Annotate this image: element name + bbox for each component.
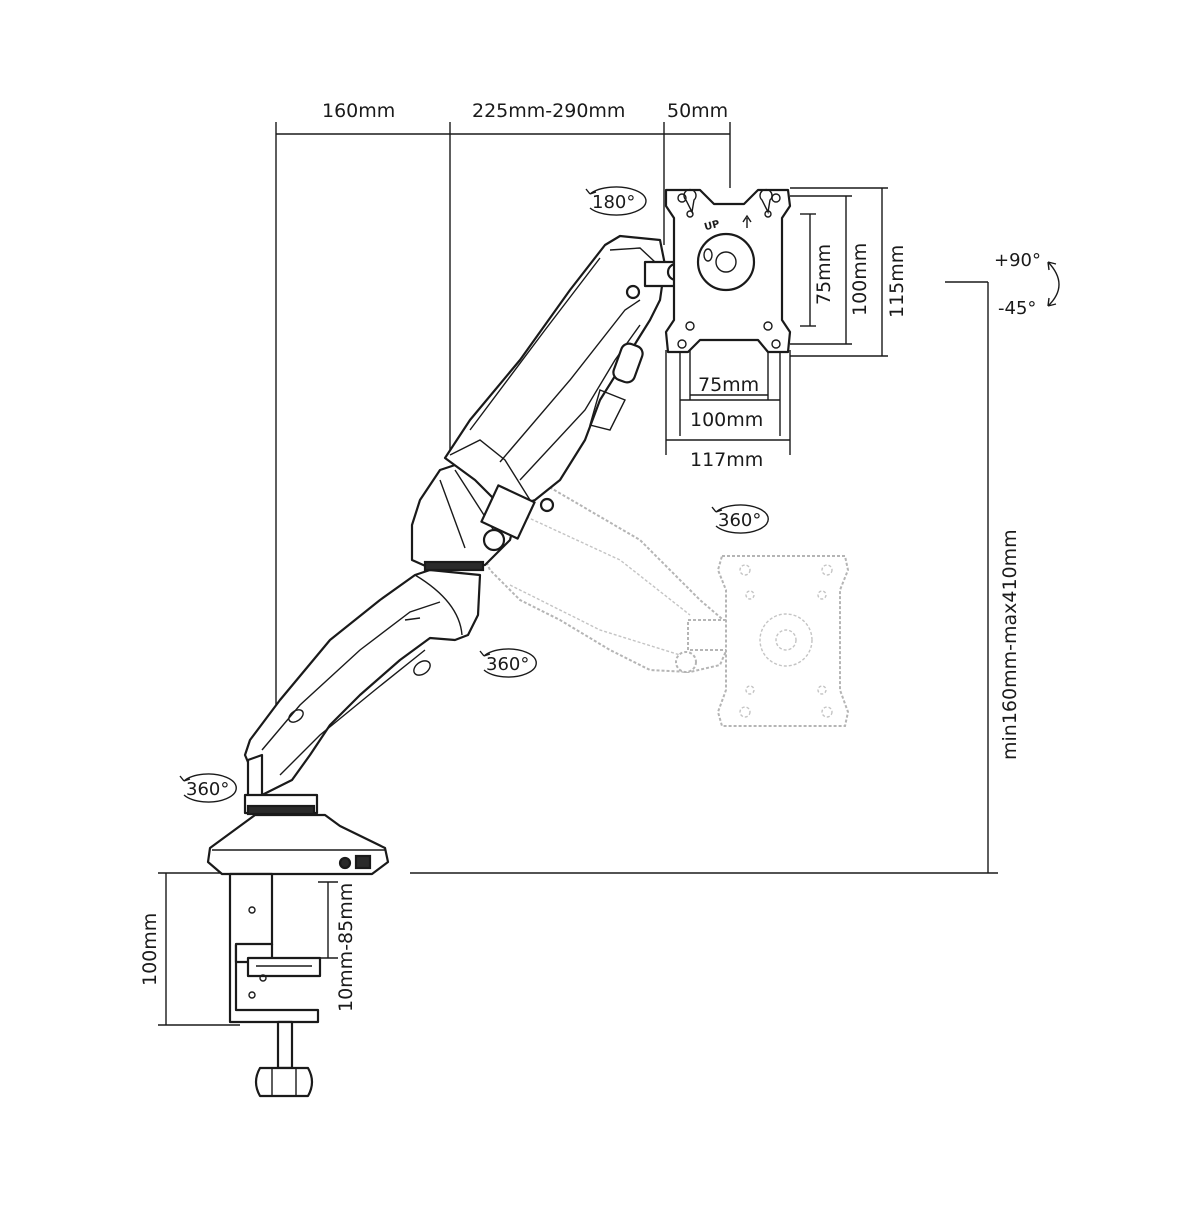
clamp-body [228,872,320,1024]
dim-desk-thickness: 10mm-85mm [335,883,357,1012]
rot-tilt-down: -45° [998,298,1036,319]
desk-clamp-base [206,753,390,1098]
dim-vesa-v-75: 75mm [813,244,835,305]
rotate-360-base-arrow-icon [179,773,237,803]
rotate-360-head-arrow-icon [711,504,769,534]
dim-vesa-h-75: 75mm [698,374,759,396]
dim-height-range: min160mm-max410mm [999,529,1021,760]
vesa-plate: UP [664,188,792,354]
tilt-arrow-icon [1047,261,1060,307]
dim-vesa-h-100: 100mm [690,409,763,431]
dim-clamp-height: 100mm [139,913,161,986]
rot-base-swivel: 360° [186,779,229,800]
monitor-arm [243,234,686,797]
dim-arm-reach: 225mm-290mm [472,100,625,122]
dim-plate-width: 117mm [690,449,763,471]
usb-port-icon [354,854,372,870]
rot-tilt-up: +90° [994,250,1041,271]
dimension-lines [158,122,998,1026]
rotate-180-arrow-icon [585,186,647,216]
dim-arm-base-offset: 160mm [322,100,395,122]
labels: 160mm 225mm-290mm 50mm 75mm 100mm 117mm … [139,100,1041,1012]
rotate-360-elbow-arrow-icon [479,648,537,678]
dim-vesa-v-100: 100mm [849,243,871,316]
up-arrow-icon [742,214,752,228]
dim-plate-height: 115mm [886,245,908,318]
clamp-knob [254,1066,314,1098]
audio-port-icon [338,856,352,870]
dim-tilt-head-depth: 50mm [667,100,728,122]
rot-elbow-swivel: 360° [486,654,529,675]
lower-arm [243,568,482,797]
rot-head-swivel: 360° [718,510,761,531]
rot-head-rotate: 180° [592,192,635,213]
plate-up-marking: UP [703,219,721,234]
rotation-indicators [179,186,1060,803]
